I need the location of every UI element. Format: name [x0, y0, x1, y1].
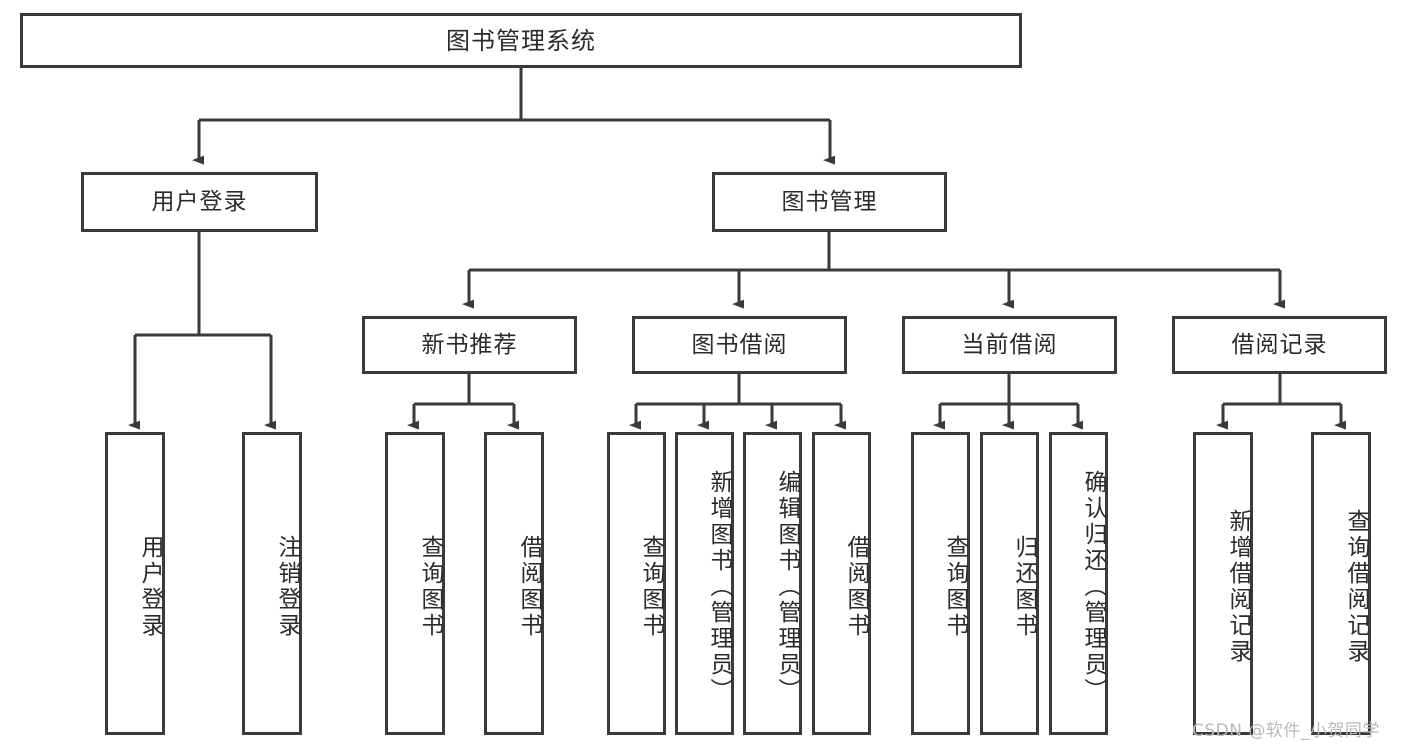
- leaf-label: 借阅图书: [516, 534, 542, 639]
- leaf-user-login-logout[interactable]: 注销登录: [242, 432, 302, 735]
- node-user-login[interactable]: 用户登录: [81, 172, 318, 232]
- leaf-new-book-query-book[interactable]: 查询图书: [385, 432, 445, 735]
- leaf-book-borrow-add-book-admin[interactable]: 新增图书（管理员）: [675, 432, 734, 735]
- leaf-book-borrow-borrow-book[interactable]: 借阅图书: [812, 432, 871, 735]
- leaf-user-login-login[interactable]: 用户登录: [105, 432, 165, 735]
- leaf-label: 新增图书（管理员）: [706, 469, 732, 704]
- leaf-label: 确认归还（管理员）: [1080, 469, 1106, 704]
- leaf-current-borrow-return-book[interactable]: 归还图书: [980, 432, 1039, 735]
- leaf-borrow-record-add-record[interactable]: 新增借阅记录: [1193, 432, 1253, 735]
- leaf-book-borrow-query-book[interactable]: 查询图书: [607, 432, 666, 735]
- leaf-current-borrow-query-book[interactable]: 查询图书: [911, 432, 970, 735]
- leaf-label: 查询图书: [417, 534, 443, 639]
- leaf-label: 新增借阅记录: [1225, 508, 1251, 665]
- leaf-borrow-record-query-record[interactable]: 查询借阅记录: [1311, 432, 1371, 735]
- leaf-new-book-borrow-book[interactable]: 借阅图书: [484, 432, 544, 735]
- leaf-label: 查询图书: [942, 534, 968, 639]
- leaf-current-borrow-confirm-return-admin[interactable]: 确认归还（管理员）: [1049, 432, 1108, 735]
- node-book-borrow[interactable]: 图书借阅: [632, 316, 847, 374]
- leaf-label: 注销登录: [274, 534, 300, 639]
- leaf-label: 查询图书: [638, 534, 664, 639]
- node-root-book-management-system[interactable]: 图书管理系统: [20, 13, 1022, 68]
- leaf-label: 用户登录: [137, 534, 163, 639]
- node-new-book-recommend[interactable]: 新书推荐: [362, 316, 577, 374]
- leaf-label: 归还图书: [1011, 534, 1037, 639]
- leaf-book-borrow-edit-book-admin[interactable]: 编辑图书（管理员）: [743, 432, 802, 735]
- leaf-label: 编辑图书（管理员）: [774, 469, 800, 704]
- node-current-borrow[interactable]: 当前借阅: [902, 316, 1117, 374]
- node-book-management[interactable]: 图书管理: [712, 172, 947, 232]
- leaf-label: 查询借阅记录: [1343, 508, 1369, 665]
- leaf-label: 借阅图书: [843, 534, 869, 639]
- node-borrow-record[interactable]: 借阅记录: [1172, 316, 1387, 374]
